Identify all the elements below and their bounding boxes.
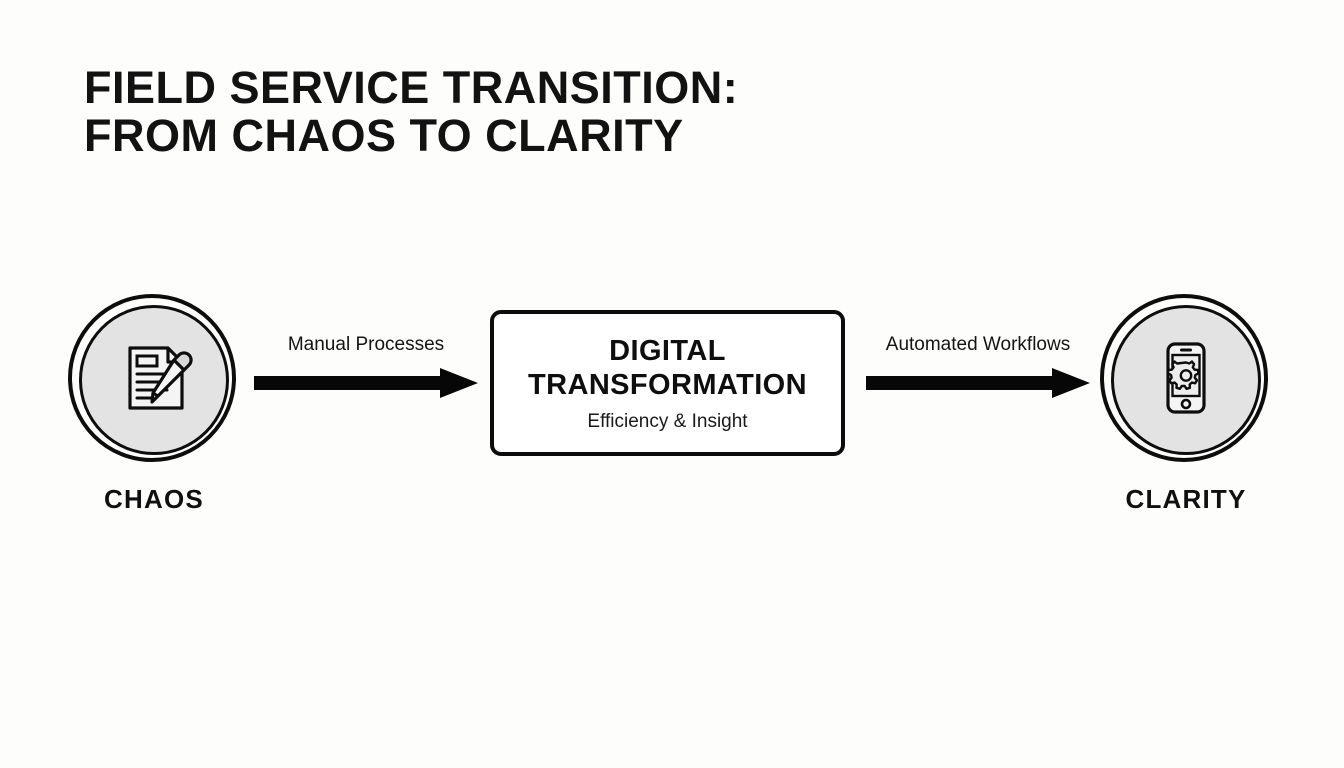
right-arrow-label: Automated Workflows — [885, 334, 1071, 355]
title-line-1: FIELD SERVICE TRANSITION: — [84, 62, 739, 113]
box-title-line-2: TRANSFORMATION — [528, 368, 807, 401]
title-line-2: FROM CHAOS TO CLARITY — [84, 110, 684, 161]
left-arrow-label: Manual Processes — [287, 334, 445, 355]
chaos-circle — [68, 294, 236, 462]
clarity-circle-inner — [1111, 305, 1261, 455]
page-title: FIELD SERVICE TRANSITION: FROM CHAOS TO … — [84, 64, 984, 160]
chaos-label: CHAOS — [104, 484, 204, 514]
left-arrow-group: Manual Processes — [250, 334, 482, 398]
smartphone-gear-icon — [1144, 336, 1228, 425]
chaos-circle-inner — [79, 305, 229, 455]
node-clarity: CLARITY — [1100, 294, 1272, 515]
arrow-right-icon — [254, 368, 478, 398]
box-title-line-1: DIGITAL — [609, 334, 726, 367]
right-arrow-group: Automated Workflows — [862, 334, 1094, 398]
clarity-label: CLARITY — [1125, 484, 1247, 514]
arrow-right-icon — [866, 368, 1090, 398]
clarity-circle — [1100, 294, 1268, 462]
digital-transformation-box[interactable]: DIGITAL TRANSFORMATION Efficiency & Insi… — [490, 310, 845, 456]
document-pencil-icon — [112, 336, 196, 425]
node-chaos: CHAOS — [68, 294, 240, 515]
box-subtitle: Efficiency & Insight — [587, 410, 748, 432]
